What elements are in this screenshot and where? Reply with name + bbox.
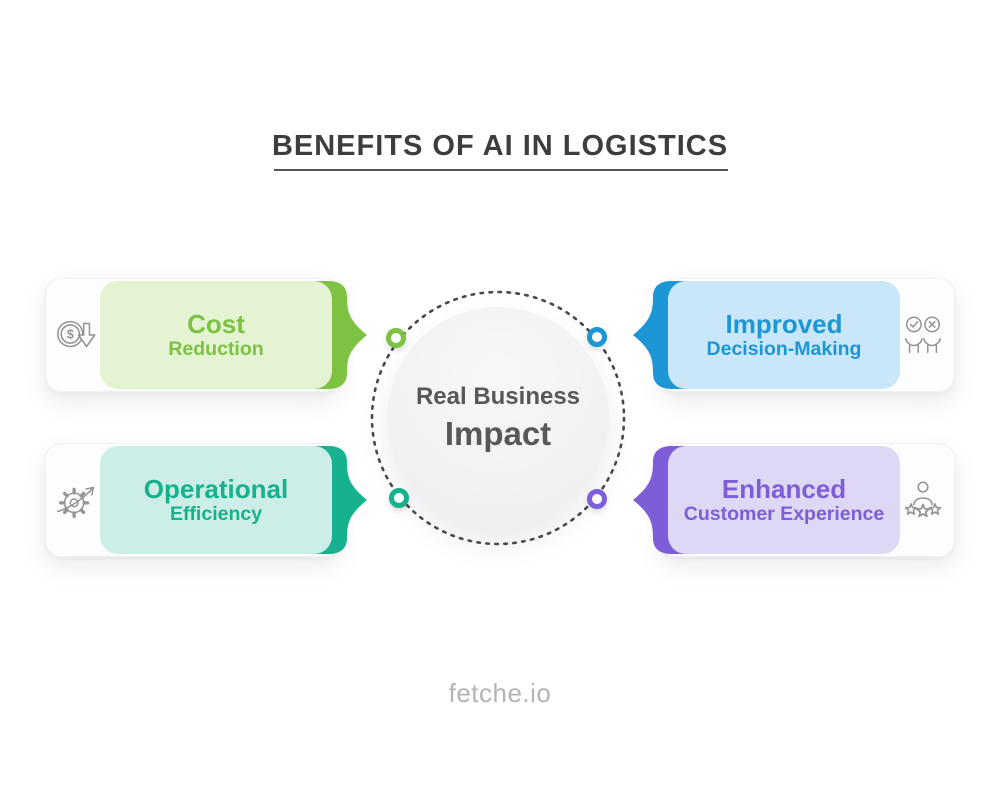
card-heading: Enhanced xyxy=(721,473,847,504)
decision-making-label: Improved Decision-Making xyxy=(668,281,900,389)
connector-dot-green xyxy=(386,328,406,348)
center-text-line1: Real Business xyxy=(415,382,581,410)
card-heading: Operational xyxy=(143,473,289,504)
center-circle: Real Business Impact xyxy=(387,307,609,529)
card-heading: Improved xyxy=(725,308,843,339)
connector-dot-blue xyxy=(587,327,607,347)
operational-efficiency-label: Operational Efficiency xyxy=(100,446,332,554)
card-enhanced-customer-experience: Enhanced Customer Experience xyxy=(628,443,955,557)
customer-experience-arrow-panel xyxy=(633,446,900,554)
page-title: BENEFITS OF AI IN LOGISTICS xyxy=(271,130,729,162)
customer-experience-label: Enhanced Customer Experience xyxy=(668,446,900,554)
card-subheading: Reduction xyxy=(168,337,264,360)
operational-efficiency-arrow-panel xyxy=(100,446,367,554)
cost-reduction-arrow-panel xyxy=(100,281,367,389)
brand-logo-text: fetche.io xyxy=(448,678,552,708)
card-subheading: Efficiency xyxy=(169,502,263,525)
center-text-line2: Impact xyxy=(444,414,552,452)
card-cost-reduction: $ Cost Reduction xyxy=(45,278,367,392)
card-improved-decision-making: Improved Decision-Making xyxy=(628,278,955,392)
title-underline xyxy=(274,169,728,171)
dashed-ring xyxy=(370,290,626,546)
card-operational-efficiency: Operational Efficiency xyxy=(45,443,367,557)
hands-check-cross-icon xyxy=(900,312,946,358)
connector-dot-purple xyxy=(587,489,607,509)
svg-text:$: $ xyxy=(67,327,74,341)
card-heading: Cost xyxy=(187,308,245,339)
person-rating-stars-icon xyxy=(900,477,946,523)
decision-making-arrow-panel xyxy=(633,281,900,389)
connector-dot-teal xyxy=(389,488,409,508)
dollar-coin-down-arrow-icon: $ xyxy=(54,312,100,358)
cost-reduction-label: Cost Reduction xyxy=(100,281,332,389)
card-subheading: Decision-Making xyxy=(706,337,862,360)
card-subheading: Customer Experience xyxy=(683,502,885,525)
gear-growth-arrow-icon xyxy=(54,477,100,523)
